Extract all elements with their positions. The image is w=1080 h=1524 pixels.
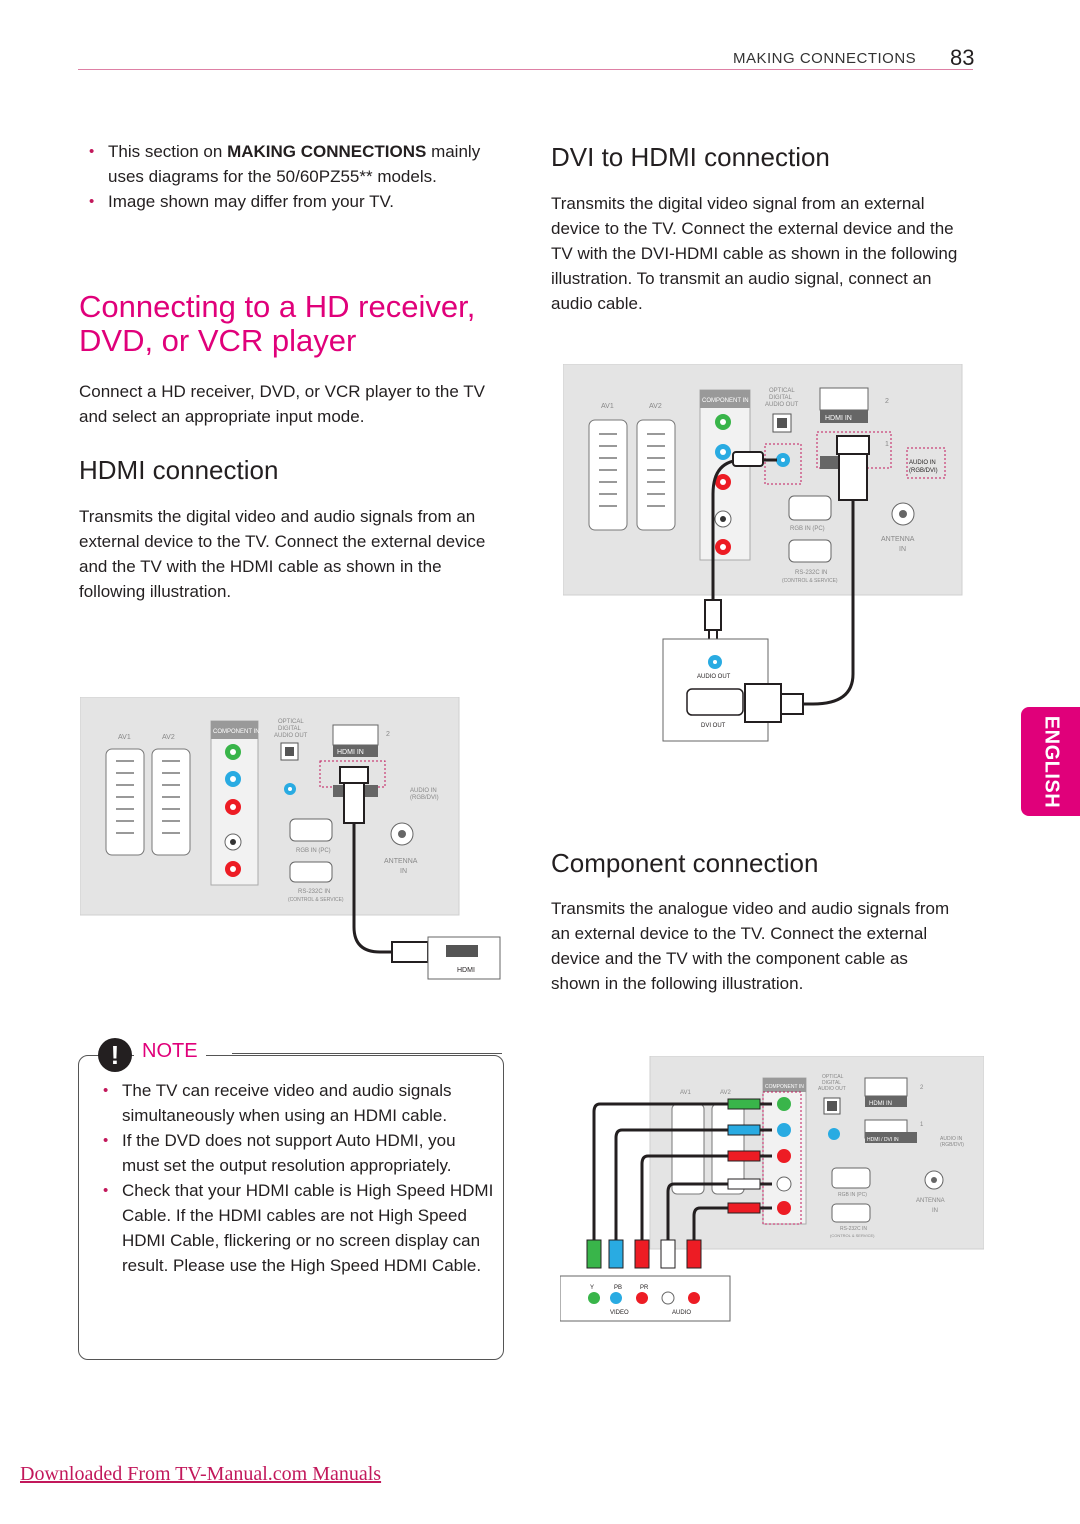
- main-intro-text: Connect a HD receiver, DVD, or VCR playe…: [79, 382, 485, 426]
- svg-text:(RGB/DVI): (RGB/DVI): [909, 468, 938, 474]
- svg-text:2: 2: [920, 1085, 924, 1091]
- svg-text:AV2: AV2: [162, 734, 175, 741]
- svg-text:AV2: AV2: [649, 403, 662, 410]
- svg-text:AUDIO OUT: AUDIO OUT: [818, 1086, 846, 1092]
- svg-text:DIGITAL: DIGITAL: [822, 1080, 841, 1086]
- note-item: If the DVD does not support Auto HDMI, y…: [94, 1128, 494, 1178]
- svg-text:DIGITAL: DIGITAL: [278, 726, 302, 732]
- svg-text:HDMI / DVI IN: HDMI / DVI IN: [867, 1137, 899, 1143]
- svg-text:AUDIO OUT: AUDIO OUT: [697, 674, 731, 680]
- svg-text:AV1: AV1: [601, 403, 614, 410]
- svg-text:HDMI IN: HDMI IN: [869, 1101, 892, 1107]
- svg-text:(CONTROL & SERVICE): (CONTROL & SERVICE): [782, 578, 838, 584]
- component-heading: Component connection: [551, 848, 819, 878]
- svg-text:2: 2: [885, 398, 889, 405]
- svg-text:OPTICAL: OPTICAL: [278, 719, 304, 725]
- intro-bullet: Image shown may differ from your TV.: [80, 189, 500, 214]
- svg-text:AUDIO IN: AUDIO IN: [909, 460, 936, 466]
- hdmi-device: [427, 936, 501, 980]
- svg-text:(CONTROL & SERVICE): (CONTROL & SERVICE): [830, 1233, 875, 1238]
- hdmi-connection-diagram: AV1 AV2 COMPONENT IN OPTICAL DIGITAL AUD…: [80, 697, 501, 980]
- svg-text:COMPONENT IN: COMPONENT IN: [765, 1084, 804, 1090]
- tv-panel: [563, 364, 963, 596]
- svg-text:DVI OUT: DVI OUT: [701, 723, 726, 729]
- language-tab: ENGLISH: [1021, 707, 1080, 816]
- svg-text:DIGITAL: DIGITAL: [769, 395, 793, 401]
- intro-bullet-list: This section on MAKING CONNECTIONS mainl…: [80, 139, 500, 214]
- svg-text:RGB IN (PC): RGB IN (PC): [838, 1192, 867, 1198]
- svg-text:COMPONENT IN: COMPONENT IN: [213, 729, 260, 735]
- svg-text:2: 2: [386, 731, 390, 738]
- component-connection-diagram: AV1 AV2 COMPONENT IN OPTICAL DIGITAL AUD…: [560, 1056, 984, 1322]
- svg-text:(RGB/DVI): (RGB/DVI): [940, 1142, 964, 1148]
- note-list: The TV can receive video and audio signa…: [94, 1078, 494, 1278]
- svg-text:AUDIO IN: AUDIO IN: [410, 788, 437, 794]
- svg-text:COMPONENT IN: COMPONENT IN: [702, 398, 749, 404]
- note-item: Check that your HDMI cable is High Speed…: [94, 1178, 494, 1278]
- svg-text:HDMI IN: HDMI IN: [337, 749, 364, 756]
- svg-text:(RGB/DVI): (RGB/DVI): [410, 795, 439, 801]
- header-section-title: MAKING CONNECTIONS: [733, 50, 917, 67]
- dvi-heading: DVI to HDMI connection: [551, 142, 830, 172]
- svg-text:ANTENNA: ANTENNA: [916, 1198, 945, 1204]
- header-rule: [78, 69, 973, 70]
- hdmi-heading: HDMI connection: [79, 455, 279, 485]
- svg-text:RS-232C IN: RS-232C IN: [298, 889, 330, 895]
- svg-text:OPTICAL: OPTICAL: [822, 1074, 844, 1080]
- svg-text:RGB IN (PC): RGB IN (PC): [296, 848, 331, 854]
- svg-text:AV1: AV1: [680, 1090, 692, 1096]
- dvi-body: Transmits the digital video signal from …: [551, 194, 958, 313]
- svg-text:ANTENNA: ANTENNA: [384, 858, 418, 865]
- svg-text:AUDIO OUT: AUDIO OUT: [765, 402, 799, 408]
- svg-text:OPTICAL: OPTICAL: [769, 388, 795, 394]
- note-label: NOTE: [134, 1040, 206, 1063]
- svg-text:1: 1: [885, 441, 889, 448]
- svg-text:HDMI IN: HDMI IN: [825, 415, 852, 422]
- svg-text:RS-232C IN: RS-232C IN: [840, 1226, 867, 1232]
- svg-text:1: 1: [920, 1122, 924, 1128]
- svg-text:IN: IN: [932, 1208, 938, 1214]
- note-item: The TV can receive video and audio signa…: [94, 1078, 494, 1128]
- svg-text:VIDEO: VIDEO: [610, 1310, 629, 1316]
- svg-text:AUDIO OUT: AUDIO OUT: [274, 733, 308, 739]
- language-tab-label: ENGLISH: [1040, 715, 1062, 808]
- svg-text:PB: PB: [614, 1285, 622, 1291]
- footer-download-link[interactable]: Downloaded From TV-Manual.com Manuals: [20, 1463, 382, 1485]
- svg-text:RGB IN (PC): RGB IN (PC): [790, 526, 825, 532]
- svg-text:IN: IN: [400, 868, 407, 875]
- svg-text:RS-232C IN: RS-232C IN: [795, 570, 827, 576]
- dvi-connection-diagram: AV1 AV2 COMPONENT IN OPTICAL DIGITAL AUD…: [563, 364, 963, 742]
- hdmi-body: Transmits the digital video and audio si…: [79, 507, 486, 601]
- svg-text:PR: PR: [640, 1285, 649, 1291]
- svg-text:(CONTROL & SERVICE): (CONTROL & SERVICE): [288, 897, 344, 903]
- page-number: 83: [950, 45, 975, 70]
- svg-text:ANTENNA: ANTENNA: [881, 536, 915, 543]
- svg-text:IN: IN: [899, 546, 906, 553]
- main-title: Connecting to a HD receiver, DVD, or VCR…: [79, 289, 476, 358]
- tv-panel: [649, 1056, 984, 1250]
- component-body: Transmits the analogue video and audio s…: [551, 899, 950, 993]
- intro-bullet: This section on MAKING CONNECTIONS mainl…: [80, 139, 500, 189]
- svg-text:HDMI: HDMI: [457, 967, 475, 974]
- svg-text:AV2: AV2: [720, 1090, 732, 1096]
- note-rule: [232, 1053, 502, 1054]
- svg-text:Y: Y: [590, 1285, 594, 1291]
- svg-text:AUDIO IN: AUDIO IN: [940, 1136, 963, 1142]
- svg-text:AUDIO: AUDIO: [672, 1310, 691, 1316]
- svg-text:AV1: AV1: [118, 734, 131, 741]
- note-exclamation-icon: !: [98, 1038, 132, 1072]
